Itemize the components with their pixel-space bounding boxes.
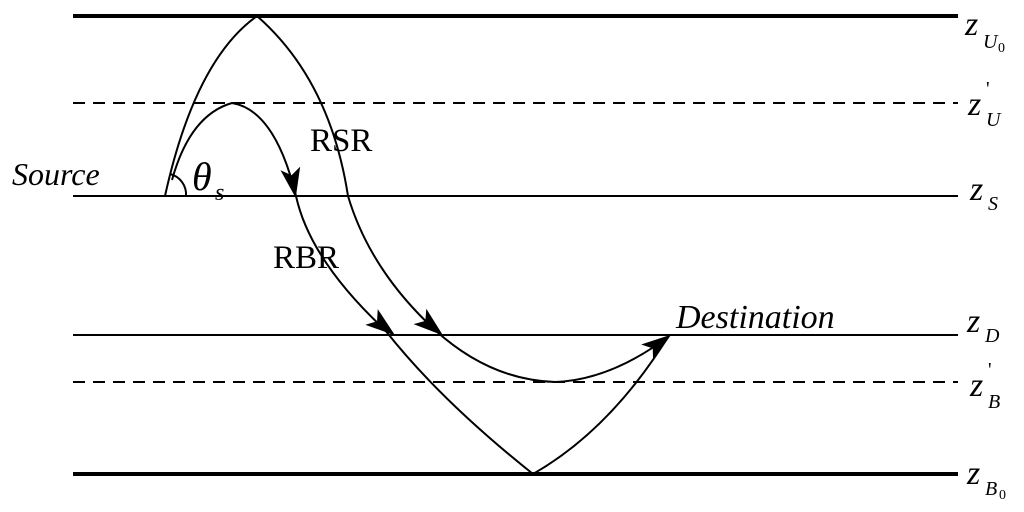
destination-label: Destination (675, 299, 835, 336)
source-label: Source (12, 156, 100, 192)
label-zU-prime-z: z (967, 86, 981, 123)
label-zB0-sub: B (985, 478, 997, 500)
label-zU0-subsub: 0 (998, 41, 1005, 56)
theta-angle-arc (169, 173, 188, 197)
label-zU-prime-mark: ' (986, 78, 990, 100)
label-zB0-subsub: 0 (999, 488, 1006, 503)
ray-rbr (171, 101, 669, 476)
label-zD-sub: D (984, 325, 1000, 347)
label-zU0-z: z (964, 6, 978, 43)
label-zD-z: z (966, 303, 980, 340)
label-zB0-z: z (966, 455, 980, 492)
label-zS-z: z (969, 171, 983, 208)
rsr-label: RSR (310, 123, 372, 159)
label-zB-prime-sub: B (988, 391, 1000, 413)
theta-symbol: θ (192, 154, 212, 199)
label-zU-prime-sub: U (986, 109, 1002, 131)
label-zU0-sub: U (983, 31, 999, 53)
theta-subscript: s (215, 180, 224, 206)
rbr-label: RBR (273, 240, 339, 276)
label-zB-prime-mark: ' (988, 359, 992, 381)
label-zB-prime-z: z (969, 367, 983, 404)
ray-rsr (164, 14, 672, 384)
label-zS-sub: S (988, 193, 998, 215)
